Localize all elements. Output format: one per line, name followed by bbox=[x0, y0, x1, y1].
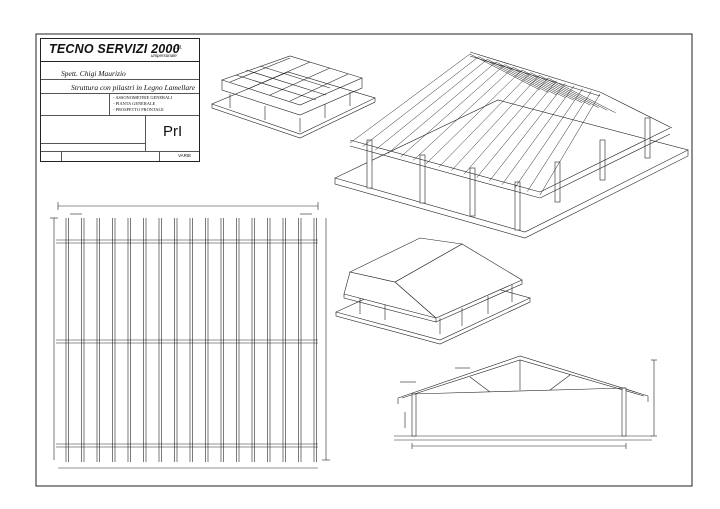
contents-item: - PIANTA GENERALE bbox=[113, 101, 156, 106]
drawing-scale: VARIE bbox=[178, 153, 192, 158]
axon-rafter bbox=[501, 85, 575, 185]
axon-rafter bbox=[478, 56, 549, 93]
contents-item: - ASSONOMETRIE GENERALI bbox=[113, 95, 173, 100]
sheet-border bbox=[35, 33, 693, 487]
axon-rafter bbox=[451, 75, 540, 171]
axon-rafter bbox=[487, 59, 557, 96]
contents-item: - PROSPETTO FRONTALE bbox=[113, 107, 164, 112]
axon-rafter bbox=[495, 61, 566, 98]
axon-rafter bbox=[539, 75, 608, 111]
axon-rafter bbox=[400, 64, 505, 158]
axon-rafter bbox=[527, 91, 592, 192]
axonometric-small-view bbox=[211, 55, 376, 139]
project-title: Struttura con pilastri in Legno Lamellar… bbox=[71, 83, 196, 92]
axon-rafter bbox=[513, 67, 583, 103]
company-suffix: s.r.l. bbox=[173, 45, 183, 51]
company-sub: unipersonale bbox=[151, 53, 177, 58]
axon-rafter bbox=[375, 59, 488, 151]
axon-rafter bbox=[504, 64, 574, 101]
drawing-code: PrI bbox=[163, 123, 183, 140]
axon-rafter bbox=[514, 88, 583, 189]
axon-rafter bbox=[362, 56, 479, 147]
axon-rafter bbox=[438, 72, 531, 168]
front-elevation-view bbox=[394, 355, 657, 449]
axonometric-large-view bbox=[334, 51, 689, 239]
company-name: TECNO SERVIZI 2000 bbox=[49, 42, 180, 56]
axon-rafter bbox=[489, 83, 566, 182]
axon-rafter bbox=[530, 72, 599, 108]
axon-rafter bbox=[425, 69, 523, 164]
axon-rafter bbox=[349, 53, 471, 144]
axonometric-roofed-view bbox=[335, 237, 531, 345]
axon-rafter bbox=[469, 53, 541, 91]
axon-rafter bbox=[539, 93, 601, 196]
axon-rafter bbox=[476, 80, 557, 178]
large-rafters bbox=[349, 53, 616, 196]
axon-rafter bbox=[387, 61, 497, 154]
plan-rafters bbox=[65, 218, 317, 462]
axon-rafter bbox=[521, 69, 591, 106]
axon-rafter bbox=[463, 77, 549, 175]
axon-rafter bbox=[413, 67, 514, 161]
company-logo: TECNO SERVIZI 2000 s.r.l. unipersonale bbox=[41, 39, 199, 62]
client-name: Spett. Chigi Maurizio bbox=[61, 69, 126, 78]
axon-rafter bbox=[547, 77, 616, 114]
title-block: TECNO SERVIZI 2000 s.r.l. unipersonale S… bbox=[40, 38, 200, 162]
